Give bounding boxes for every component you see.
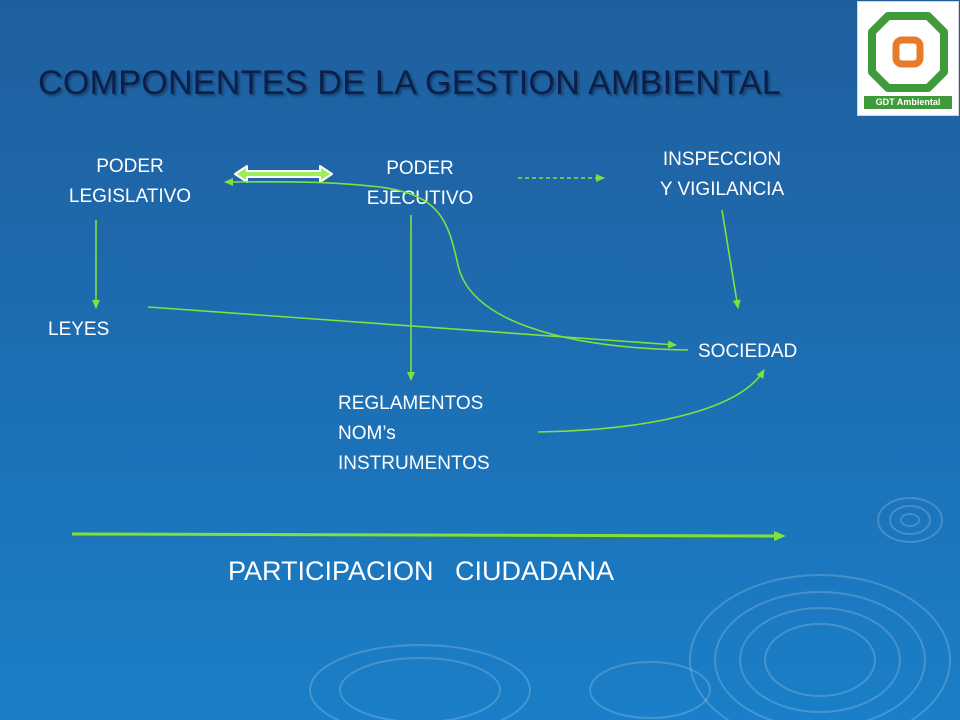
arrow-participacion xyxy=(71,531,786,541)
node-reglamentos-line1: REGLAMENTOS xyxy=(338,393,484,414)
node-sociedad: SOCIEDAD xyxy=(698,341,798,362)
node-reglamentos-line3: INSTRUMENTOS xyxy=(338,453,490,474)
arrow-inspeccion-sociedad xyxy=(721,209,741,309)
node-poder-legislativo: PODER LEGISLATIVO xyxy=(50,152,210,212)
node-inspeccion-line1: INSPECCION xyxy=(662,149,782,170)
node-leyes: LEYES xyxy=(48,319,110,340)
node-poder-legislativo-line1: PODER xyxy=(96,156,164,177)
gdt-ambiental-logo: GDT Ambiental xyxy=(857,1,959,116)
arrow-leyes-sociedad xyxy=(147,306,677,349)
footer-participacion-ciudadana: PARTICIPACION CIUDADANA xyxy=(228,556,615,586)
node-poder-legislativo-line2: LEGISLATIVO xyxy=(68,186,192,207)
logo-text: GDT Ambiental xyxy=(875,97,941,107)
node-reglamentos-line2: NOM’s xyxy=(338,423,396,444)
arrow-reglamentos-sociedad xyxy=(537,369,765,433)
node-inspeccion-line2: Y VIGILANCIA xyxy=(659,179,785,200)
node-poder-ejecutivo-line1: PODER xyxy=(386,158,454,179)
page-title: COMPONENTES DE LA GESTION AMBIENTAL xyxy=(38,64,781,102)
node-reglamentos: REGLAMENTOS NOM’s INSTRUMENTOS xyxy=(338,389,490,479)
bidirectional-arrow-poderes xyxy=(234,165,333,183)
arrow-sociedad-legislativo xyxy=(224,177,689,351)
node-inspeccion-vigilancia: INSPECCION Y VIGILANCIA xyxy=(632,145,812,205)
